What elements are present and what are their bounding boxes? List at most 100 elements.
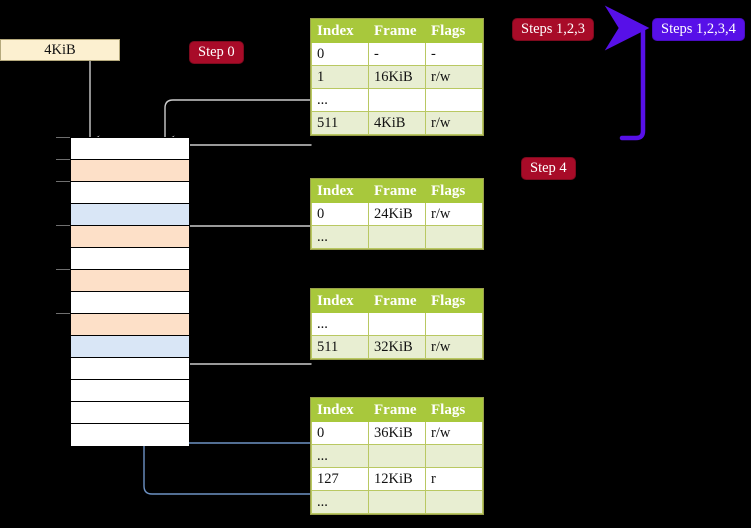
column-header-flags: Flags <box>425 179 483 203</box>
frame-boundary-tick <box>56 313 70 314</box>
memory-frame-row[interactable] <box>71 380 189 402</box>
column-header-flags: Flags <box>425 398 483 422</box>
badge-step-0: Step 0 <box>190 42 243 63</box>
table-row[interactable]: ... <box>311 225 483 249</box>
column-header-index: Index <box>311 398 369 422</box>
cell-index: 0 <box>311 42 369 66</box>
memory-frame-row[interactable] <box>71 248 189 270</box>
badge-step-4-label: Step 4 <box>530 160 567 176</box>
column-header-flags: Flags <box>425 289 483 313</box>
cell-index: 1 <box>311 65 369 89</box>
cell-flags <box>425 490 483 514</box>
column-header-frame: Frame <box>368 179 426 203</box>
cell-index: 0 <box>311 202 369 226</box>
badge-steps-1234: Steps 1,2,3,4 <box>653 19 744 40</box>
memory-frame-row[interactable] <box>71 402 189 424</box>
bracket-steps-1234 <box>604 5 650 141</box>
wire-t0row511-to-memory <box>170 144 312 228</box>
cell-index: ... <box>311 444 369 468</box>
cell-index: ... <box>311 490 369 514</box>
cell-index: ... <box>311 225 369 249</box>
cell-frame <box>368 444 426 468</box>
table-row[interactable]: ... <box>311 444 483 468</box>
cell-frame: 4KiB <box>368 111 426 135</box>
memory-frame-row[interactable] <box>71 358 189 380</box>
memory-frame-row[interactable] <box>71 204 189 226</box>
column-header-frame: Frame <box>368 19 426 43</box>
cell-frame: 12KiB <box>368 467 426 491</box>
column-header-index: Index <box>311 289 369 313</box>
cell-frame: 24KiB <box>368 202 426 226</box>
frame-boundary-tick <box>56 159 70 160</box>
memory-frame-row[interactable] <box>71 336 189 358</box>
wire-memory-to-t2row511 <box>169 294 312 365</box>
memory-frame-row[interactable] <box>71 270 189 292</box>
cell-flags: - <box>425 42 483 66</box>
cell-index: ... <box>311 312 369 336</box>
source-frame-label: 4KiB <box>44 42 76 58</box>
cell-frame: 36KiB <box>368 421 426 445</box>
cell-index: 127 <box>311 467 369 491</box>
cell-flags: r/w <box>425 111 483 135</box>
cell-frame: 32KiB <box>368 335 426 359</box>
badge-step-4: Step 4 <box>522 158 575 179</box>
column-header-index: Index <box>311 19 369 43</box>
cell-flags: r/w <box>425 202 483 226</box>
column-header-flags: Flags <box>425 19 483 43</box>
cell-flags <box>425 444 483 468</box>
column-header-frame: Frame <box>368 398 426 422</box>
badge-steps-123: Steps 1,2,3 <box>513 19 594 40</box>
cell-frame <box>368 490 426 514</box>
cell-flags: r <box>425 467 483 491</box>
memory-frame-row[interactable] <box>71 160 189 182</box>
source-frame-box: 4KiB <box>0 39 120 61</box>
cell-flags <box>425 225 483 249</box>
badge-step-0-label: Step 0 <box>198 44 235 60</box>
memory-frame-row[interactable] <box>71 226 189 248</box>
wire-t1row0-to-memory <box>177 225 312 294</box>
cell-frame: 16KiB <box>368 65 426 89</box>
column-header-index: Index <box>311 179 369 203</box>
cell-flags: r/w <box>425 65 483 89</box>
physical-memory-frames <box>70 137 190 446</box>
cell-index: 511 <box>311 111 369 135</box>
cell-index: ... <box>311 88 369 112</box>
memory-frame-row[interactable] <box>71 182 189 204</box>
memory-frame-row[interactable] <box>71 138 189 160</box>
frame-boundary-tick <box>56 225 70 226</box>
column-header-frame: Frame <box>368 289 426 313</box>
cell-flags: r/w <box>425 421 483 445</box>
cell-index: 0 <box>311 421 369 445</box>
memory-frame-row[interactable] <box>71 314 189 336</box>
table-row[interactable]: 0-- <box>311 42 483 66</box>
table-row[interactable]: ... <box>311 490 483 514</box>
wire-t0row1-to-memory <box>163 99 312 147</box>
cell-frame <box>368 312 426 336</box>
cell-index: 511 <box>311 335 369 359</box>
table-row[interactable]: ... <box>311 312 483 336</box>
cell-frame: - <box>368 42 426 66</box>
cell-flags <box>425 312 483 336</box>
memory-frame-row[interactable] <box>71 292 189 314</box>
table-row[interactable]: ... <box>311 88 483 112</box>
badge-steps-123-label: Steps 1,2,3 <box>521 21 586 37</box>
badge-steps-1234-label: Steps 1,2,3,4 <box>661 21 736 37</box>
cell-flags <box>425 88 483 112</box>
cell-flags: r/w <box>425 335 483 359</box>
cell-frame <box>368 88 426 112</box>
memory-frame-row[interactable] <box>71 424 189 446</box>
